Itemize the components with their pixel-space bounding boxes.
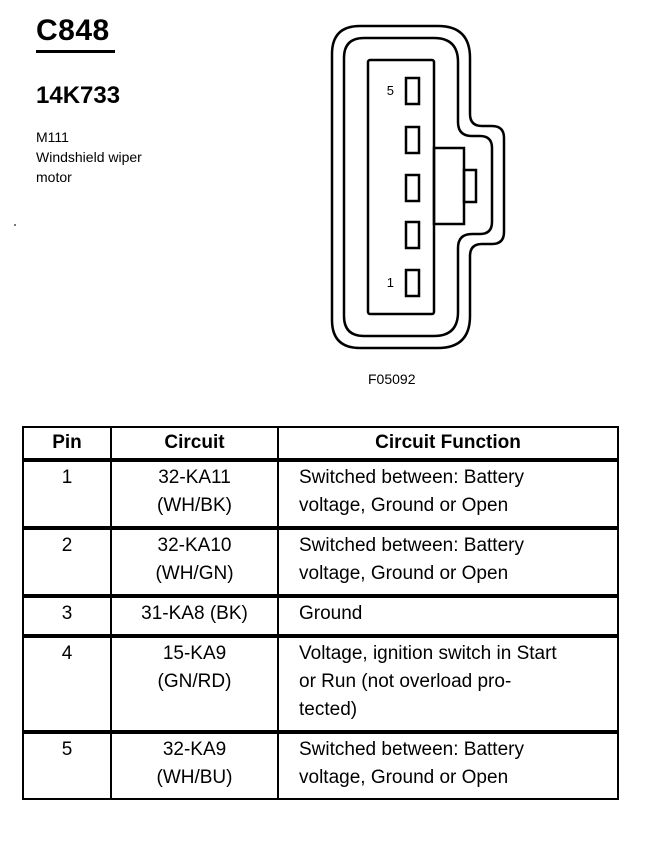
circuit-line: 32-KA10 [157, 535, 232, 556]
pin-number: 3 [22, 595, 112, 638]
function-line: Switched between: Battery [299, 739, 524, 760]
circuit-line: 32-KA9 [162, 739, 227, 760]
circuit-cell: 32-KA9 (WH/BU) [110, 731, 279, 800]
pin-table-header-row: Pin Circuit Circuit Function [22, 426, 619, 462]
function-line: Voltage, ignition switch in Start [299, 643, 557, 664]
function-cell: Voltage, ignition switch in Start or Run… [277, 635, 619, 734]
circuit-line: (GN/RD) [157, 671, 232, 692]
circuit-line: (WH/GN) [155, 563, 234, 584]
pin-number: 2 [22, 527, 112, 598]
locking-tab-inner [462, 168, 478, 204]
function-line: Switched between: Battery [299, 535, 524, 556]
header-circuit-function: Circuit Function [277, 426, 619, 462]
circuit-line: (WH/BK) [157, 495, 232, 516]
table-row: 2 32-KA10 (WH/GN) Switched between: Batt… [22, 527, 619, 598]
pin-terminal-4 [404, 125, 421, 155]
table-row: 1 32-KA11 (WH/BK) Switched between: Batt… [22, 459, 619, 530]
circuit-cell: 32-KA11 (WH/BK) [110, 459, 279, 530]
connector-id-underline [36, 50, 115, 53]
figure-id: F05092 [368, 371, 416, 387]
circuit-line: 15-KA9 [162, 643, 227, 664]
connector-inner-outline [342, 36, 494, 338]
connector-face-diagram: 5 1 [330, 24, 506, 350]
table-row: 5 32-KA9 (WH/BU) Switched between: Batte… [22, 731, 619, 800]
circuit-cell: 15-KA9 (GN/RD) [110, 635, 279, 734]
circuit-cell: 32-KA10 (WH/GN) [110, 527, 279, 598]
header-circuit: Circuit [110, 426, 279, 462]
pin-number: 1 [22, 459, 112, 530]
description-line: Windshield wiper [36, 149, 142, 165]
table-row: 3 31-KA8 (BK) Ground [22, 595, 619, 638]
stray-dot [14, 224, 16, 226]
circuit-line: 31-KA8 (BK) [141, 603, 248, 624]
header-pin: Pin [22, 426, 112, 462]
function-cell: Switched between: Battery voltage, Groun… [277, 731, 619, 800]
pin-terminal-3 [404, 173, 421, 203]
function-line: voltage, Ground or Open [299, 767, 509, 788]
function-line: tected) [299, 699, 358, 720]
pin-cavity [366, 58, 436, 316]
function-cell: Ground [277, 595, 619, 638]
pin-terminal-5 [404, 76, 421, 106]
function-line: Switched between: Battery [299, 467, 524, 488]
circuit-line: 32-KA11 [158, 467, 231, 488]
part-number: 14K733 [36, 82, 121, 109]
pin-label-5: 5 [387, 83, 394, 98]
description-line: motor [36, 169, 72, 185]
function-line: Ground [299, 603, 363, 624]
connector-id: C848 [36, 14, 110, 47]
pin-table: Pin Circuit Circuit Function 1 32-KA11 (… [22, 426, 619, 800]
function-line: voltage, Ground or Open [299, 563, 509, 584]
locking-tab [432, 146, 466, 226]
function-cell: Switched between: Battery voltage, Groun… [277, 527, 619, 598]
pin-number: 4 [22, 635, 112, 734]
circuit-line: (WH/BU) [156, 767, 233, 788]
description-line: M111 [36, 129, 69, 145]
function-cell: Switched between: Battery voltage, Groun… [277, 459, 619, 530]
connector-outer-outline [330, 24, 506, 350]
pin-number: 5 [22, 731, 112, 800]
pin-label-1: 1 [387, 275, 394, 290]
circuit-cell: 31-KA8 (BK) [110, 595, 279, 638]
function-line: voltage, Ground or Open [299, 495, 509, 516]
table-row: 4 15-KA9 (GN/RD) Voltage, ignition switc… [22, 635, 619, 734]
pin-terminal-1 [404, 268, 421, 298]
connector-description: M111 Windshield wiper motor [36, 127, 142, 187]
function-line: or Run (not overload pro- [299, 671, 512, 692]
pin-terminal-2 [404, 220, 421, 250]
